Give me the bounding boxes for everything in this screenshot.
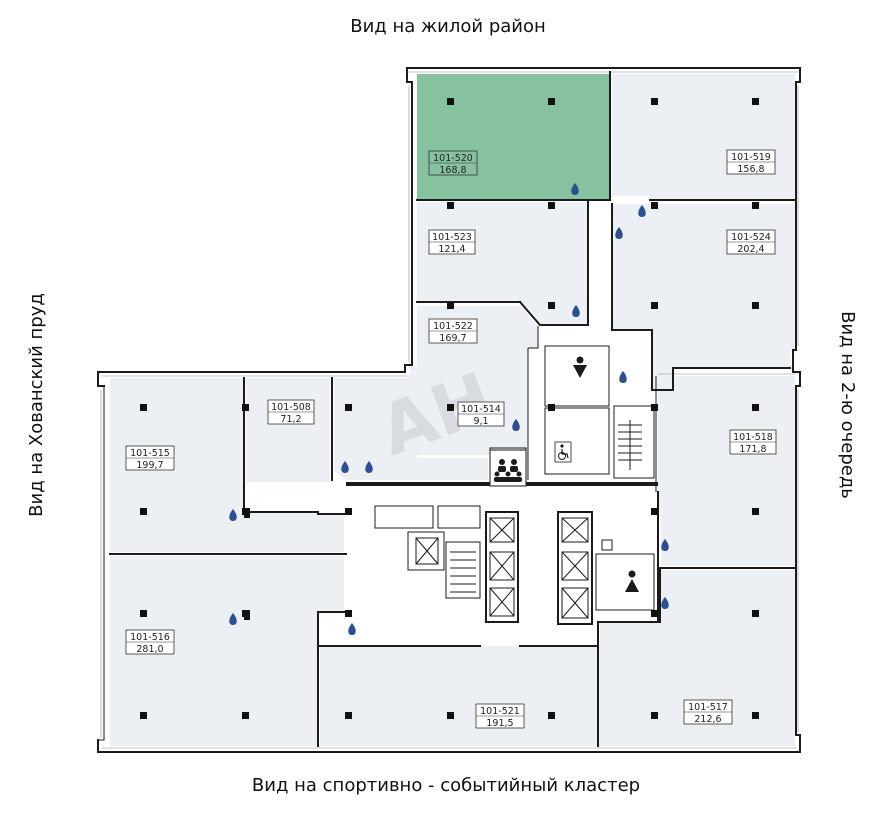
view-label-bottom: Вид на спортивно - событийный кластер: [252, 775, 640, 796]
unit-id: 101-521: [480, 706, 520, 717]
unit-101-515-area[interactable]: [110, 378, 344, 552]
unit-label-101-519[interactable]: 101-519 156,8: [726, 149, 776, 175]
unit-area: 281,0: [136, 644, 163, 655]
unit-area: 212,6: [694, 714, 721, 725]
view-label-right: Вид на 2-ю очередь: [837, 311, 858, 499]
unit-labels: 101-520 168,8 101-519 156,8 101-523 121,…: [125, 149, 777, 729]
unit-area: 202,4: [737, 244, 764, 255]
unit-id: 101-518: [733, 432, 773, 443]
water-drop-icon: [615, 227, 623, 239]
unit-area: 171,8: [739, 444, 766, 455]
stairs-icon: [618, 420, 642, 470]
unit-101-514-area[interactable]: [334, 366, 488, 480]
unit-area: 156,8: [737, 164, 764, 175]
unit-label-101-518[interactable]: 101-518 171,8: [729, 429, 777, 455]
stairs-icon: [450, 551, 476, 593]
unit-id: 101-517: [688, 702, 728, 713]
unit-id: 101-515: [130, 448, 170, 459]
riser-marker: [244, 508, 250, 518]
water-drop-icon: [512, 419, 520, 431]
water-drop-icon: [571, 183, 579, 195]
exterior-walls: [97, 67, 801, 753]
unit-areas: [110, 74, 795, 746]
unit-label-101-523[interactable]: 101-523 121,4: [428, 229, 476, 255]
unit-label-101-515[interactable]: 101-515 199,7: [125, 445, 175, 471]
water-drop-icon: [661, 539, 669, 551]
water-drop-icon: [638, 205, 646, 217]
water-drop-icon: [572, 305, 580, 317]
male-toilet-icon: [573, 356, 587, 378]
unit-101-508-area[interactable]: [246, 378, 330, 482]
water-drop-icon: [348, 623, 356, 635]
unit-id: 101-524: [731, 232, 771, 243]
water-drop-icon: [229, 613, 237, 625]
unit-101-521-area[interactable]: [320, 646, 598, 746]
wheelchair-icon: [554, 441, 572, 463]
unit-id: 101-522: [433, 321, 473, 332]
unit-area: 169,7: [439, 333, 466, 344]
water-points: [229, 183, 669, 635]
unit-area: 191,5: [486, 718, 513, 729]
unit-area: 71,2: [280, 414, 301, 425]
unit-label-101-524[interactable]: 101-524 202,4: [726, 229, 776, 255]
unit-id: 101-523: [432, 232, 472, 243]
unit-label-101-517[interactable]: 101-517 212,6: [683, 699, 733, 725]
unit-label-101-520[interactable]: 101-520 168,8: [428, 150, 478, 176]
unit-101-518-area[interactable]: [658, 376, 795, 566]
unit-id: 101-520: [433, 153, 473, 164]
unit-label-101-521[interactable]: 101-521 191,5: [475, 703, 525, 729]
unit-id: 101-514: [461, 404, 501, 415]
riser-marker: [244, 610, 250, 620]
unit-label-101-516[interactable]: 101-516 281,0: [125, 629, 175, 655]
unit-area: 199,7: [136, 460, 163, 471]
unit-label-101-522[interactable]: 101-522 169,7: [428, 318, 478, 344]
unit-id: 101-519: [731, 152, 771, 163]
elevator-icon: [415, 537, 439, 565]
core-area: [346, 484, 658, 646]
unit-101-519-area[interactable]: [612, 74, 795, 200]
unit-id: 101-508: [271, 402, 311, 413]
unit-label-101-508[interactable]: 101-508 71,2: [267, 399, 315, 425]
unit-area: 9,1: [473, 416, 488, 427]
columns: [140, 98, 759, 719]
water-drop-icon: [341, 461, 349, 473]
unit-101-522-area[interactable]: [417, 306, 538, 480]
unit-id: 101-516: [130, 632, 170, 643]
water-drop-icon: [365, 461, 373, 473]
unit-label-101-514[interactable]: 101-514 9,1: [457, 401, 505, 427]
meeting-people-icon: [489, 449, 527, 487]
unit-101-520-area[interactable]: [417, 74, 610, 200]
female-toilet-icon: [625, 570, 639, 592]
partition-walls: [109, 71, 797, 747]
water-drop-icon: [619, 371, 627, 383]
elevator-bank-left: [485, 511, 519, 623]
view-label-top: Вид на жилой район: [350, 16, 546, 37]
unit-101-516-area[interactable]: [110, 556, 344, 746]
unit-area: 121,4: [438, 244, 465, 255]
view-label-left: Вид на Хованский пруд: [26, 293, 47, 517]
water-drop-icon: [229, 509, 237, 521]
water-drop-icon: [661, 597, 669, 609]
unit-area: 168,8: [439, 165, 466, 176]
elevator-bank-right: [557, 511, 593, 625]
unit-101-517-area[interactable]: [598, 570, 795, 746]
